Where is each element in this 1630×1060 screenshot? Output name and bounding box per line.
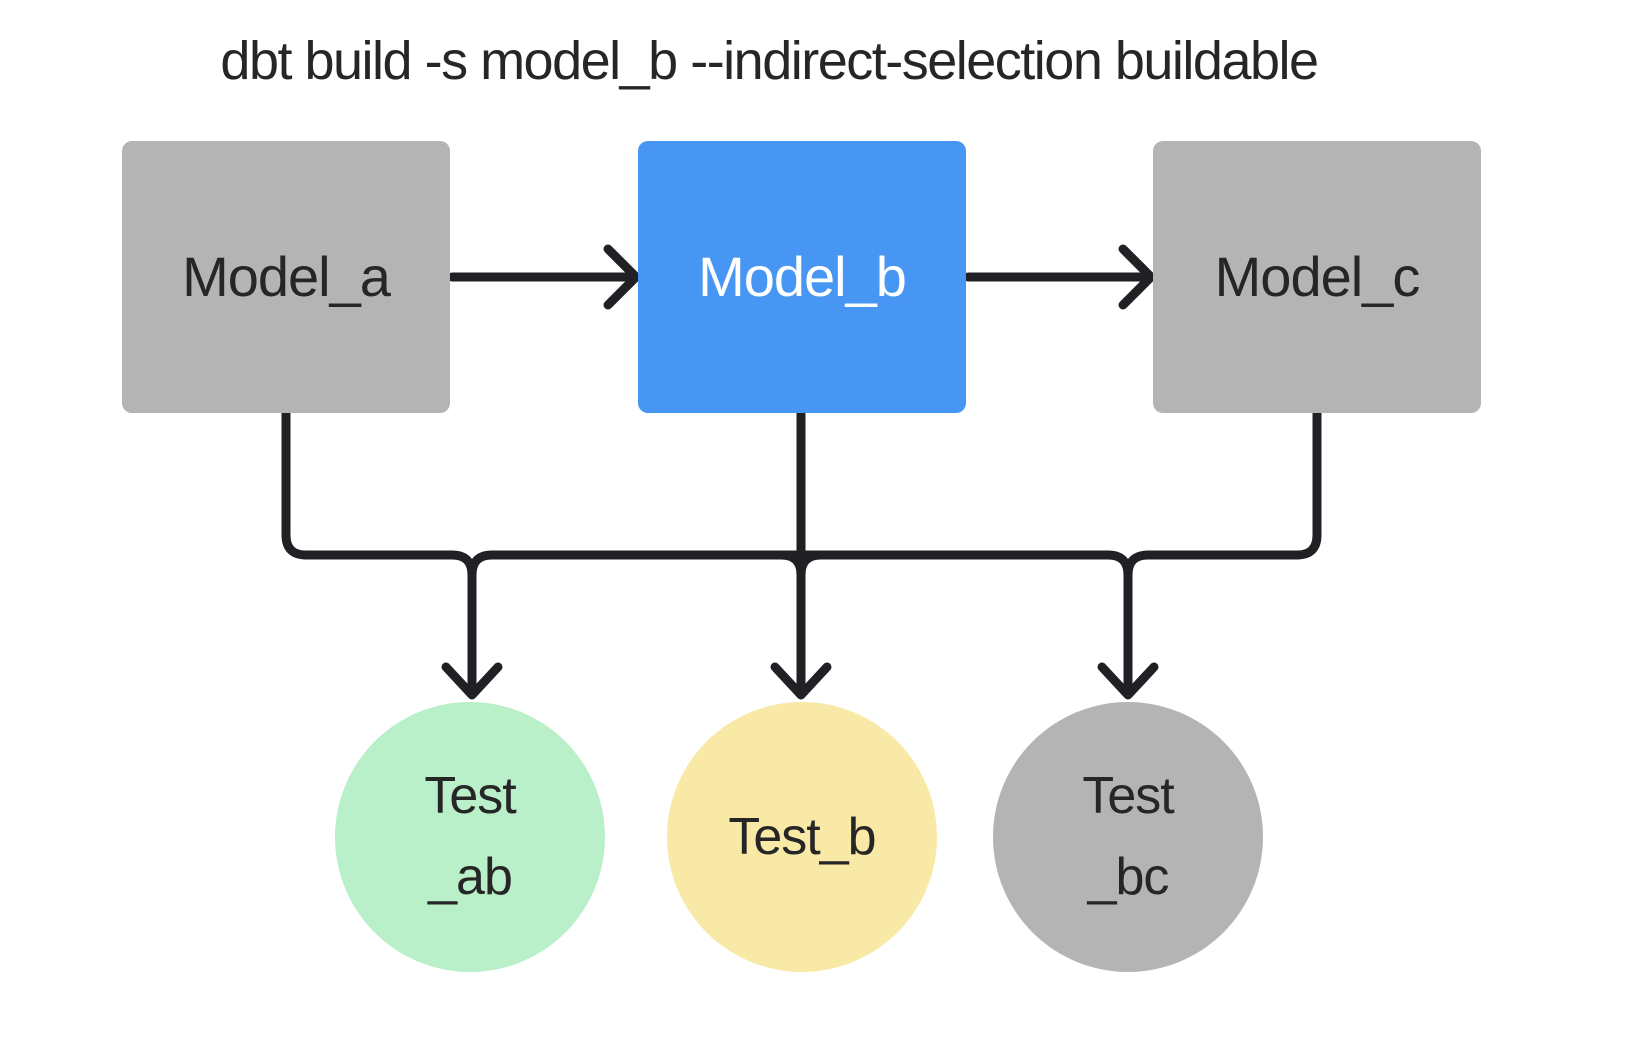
- arrowhead-into-test-b-icon: [770, 662, 832, 700]
- node-test-bc-label: Test _bc: [1082, 756, 1174, 917]
- node-model-c-label: Model_c: [1214, 245, 1421, 309]
- node-model-a-label: Model_a: [182, 245, 391, 309]
- node-test-ab-label: Test _ab: [424, 756, 516, 917]
- node-test-b-line1: Test_b: [728, 807, 876, 866]
- junction-fillet-right: [796, 550, 826, 580]
- node-test-ab-line1: Test: [424, 767, 516, 826]
- node-model-a: Model_a: [122, 141, 450, 413]
- arrowhead-into-model-c-icon: [1118, 244, 1156, 310]
- node-test-ab-line2: _ab: [428, 848, 513, 906]
- node-test-bc: Test _bc: [993, 702, 1263, 972]
- node-test-ab: Test _ab: [335, 702, 605, 972]
- node-model-b-label: Model_b: [698, 245, 907, 309]
- arrowhead-into-test-ab-icon: [441, 662, 503, 700]
- edge-model-c-to-test-bc: [1123, 408, 1322, 689]
- node-test-b-label: Test_b: [728, 797, 876, 878]
- node-test-b: Test_b: [667, 702, 937, 972]
- arrowhead-into-model-b-icon: [603, 244, 641, 310]
- diagram-title: dbt build -s model_b --indirect-selectio…: [220, 31, 1319, 91]
- node-model-b: Model_b: [638, 141, 966, 413]
- arrowhead-into-test-bc-icon: [1097, 662, 1159, 700]
- edge-model-a-to-test-ab: [281, 408, 477, 689]
- node-test-bc-line2: _bc: [1087, 848, 1170, 906]
- edge-model-b-to-test-bc: [796, 550, 1133, 689]
- node-model-c: Model_c: [1153, 141, 1481, 413]
- node-test-bc-line1: Test: [1082, 767, 1174, 826]
- edge-model-b-to-test-ab: [467, 550, 806, 689]
